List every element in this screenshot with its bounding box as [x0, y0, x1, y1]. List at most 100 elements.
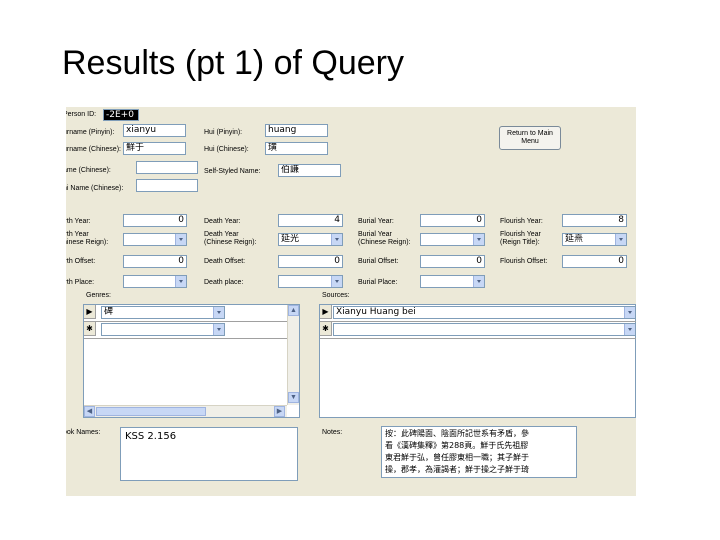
name-chinese-field[interactable] [136, 161, 198, 174]
birth-reign-label-2: hinese Reign): [66, 239, 109, 246]
death-reign-combo[interactable]: 延光 [278, 233, 343, 246]
chevron-down-icon[interactable] [331, 234, 342, 245]
flourish-year-label: Flourish Year: [500, 218, 543, 225]
flourish-reign-value: 延熹 [565, 234, 584, 244]
genres-horizontal-scrollbar[interactable]: ◀ ▶ [84, 405, 287, 417]
book-names-label: ook Names: [66, 429, 101, 436]
sources-row-divider [320, 338, 636, 339]
zhi-name-chinese-label: hi Name (Chinese): [66, 185, 124, 192]
genres-row-divider [84, 338, 287, 339]
notes-line: 看《漢碑集釋》第288頁。鮮于氏先祖膠 [385, 441, 529, 450]
birth-reign-label-1: irth Year [66, 231, 89, 238]
death-reign-value: 延光 [281, 234, 300, 244]
genres-label: Genres: [86, 292, 111, 299]
chevron-down-icon[interactable] [473, 234, 484, 245]
chevron-down-icon[interactable] [175, 276, 186, 287]
sources-row2-selector[interactable]: ✱ [320, 322, 332, 336]
death-year-field[interactable]: 4 [278, 214, 343, 227]
chevron-down-icon[interactable] [213, 324, 224, 335]
death-offset-label: Death Offset: [204, 258, 246, 265]
birth-offset-field[interactable]: 0 [123, 255, 187, 268]
death-reign-label-1: Death Year [204, 231, 239, 238]
genres-row1-value: 碑 [104, 307, 114, 317]
chevron-down-icon[interactable] [624, 324, 635, 335]
genres-vertical-scrollbar[interactable]: ▲ ▼ [287, 305, 299, 405]
burial-offset-field[interactable]: 0 [420, 255, 485, 268]
surname-chinese-label: urname (Chinese): [66, 146, 121, 153]
burial-place-label: Burial Place: [358, 279, 398, 286]
person-id-label: Person ID: [66, 111, 97, 118]
genres-row1-selector[interactable]: ▶ [84, 305, 96, 319]
hui-chinese-field[interactable]: 璜 [265, 142, 328, 155]
sources-row1-selector[interactable]: ▶ [320, 305, 332, 319]
genres-row2-combo[interactable] [101, 323, 225, 336]
genres-subform: ▶ 碑 ✱ ▲ ▼ ◀ ▶ [83, 304, 300, 418]
notes-field[interactable]: 按：此碑陽面、陰面所記世系有矛盾，參 看《漢碑集釋》第288頁。鮮于氏先祖膠 東… [381, 426, 577, 478]
notes-label: Notes: [322, 429, 343, 436]
flourish-year-field[interactable]: 8 [562, 214, 627, 227]
flourish-reign-label-1: Flourish Year [500, 231, 541, 238]
chevron-down-icon[interactable] [331, 276, 342, 287]
birth-reign-combo[interactable] [123, 233, 187, 246]
sources-row1-value: Xianyu Huang bei [336, 307, 416, 317]
scroll-up-icon[interactable]: ▲ [288, 305, 299, 316]
name-chinese-label: ame (Chinese): [66, 167, 111, 174]
chevron-down-icon[interactable] [473, 276, 484, 287]
hui-pinyin-field[interactable]: huang [265, 124, 328, 137]
flourish-offset-field[interactable]: 0 [562, 255, 627, 268]
sources-row1-combo[interactable]: Xianyu Huang bei [333, 306, 636, 319]
sources-row-divider [320, 321, 636, 322]
surname-pinyin-field[interactable]: xianyu [123, 124, 186, 137]
birth-offset-label: irth Offset: [66, 258, 96, 265]
birth-year-field[interactable]: 0 [123, 214, 187, 227]
hui-pinyin-label: Hui (Pinyin): [204, 129, 243, 136]
burial-year-field[interactable]: 0 [420, 214, 485, 227]
burial-year-label: Burial Year: [358, 218, 394, 225]
death-offset-field[interactable]: 0 [278, 255, 343, 268]
hui-chinese-label: Hui (Chinese): [204, 146, 249, 153]
death-reign-label-2: (Chinese Reign): [204, 239, 257, 246]
return-button-line2: Menu [521, 138, 539, 145]
surname-chinese-field[interactable]: 鮮于 [123, 142, 186, 155]
burial-reign-combo[interactable] [420, 233, 485, 246]
genres-row-divider [84, 321, 287, 322]
chevron-down-icon[interactable] [175, 234, 186, 245]
self-styled-name-label: Self-Styled Name: [204, 168, 261, 175]
flourish-reign-label-2: (Reign Title): [500, 239, 540, 246]
notes-line: 操，郡孝，為灌謁者；鮮于操之子鮮于琦 [385, 465, 529, 474]
death-place-label: Death place: [204, 279, 244, 286]
notes-line: 東君鮮于弘，曾任膠東相一職；其子鮮于 [385, 453, 529, 462]
flourish-offset-label: Flourish Offset: [500, 258, 548, 265]
birth-place-combo[interactable] [123, 275, 187, 288]
surname-pinyin-label: urname (Pinyin): [66, 129, 115, 136]
genres-row1-combo[interactable]: 碑 [101, 306, 225, 319]
scroll-down-icon[interactable]: ▼ [288, 392, 299, 403]
burial-place-combo[interactable] [420, 275, 485, 288]
self-styled-name-field[interactable]: 伯謙 [278, 164, 341, 177]
return-button-line1: Return to Main [507, 130, 553, 137]
sources-row2-combo[interactable] [333, 323, 636, 336]
death-place-combo[interactable] [278, 275, 343, 288]
birth-place-label: irth Place: [66, 279, 95, 286]
zhi-name-chinese-field[interactable] [136, 179, 198, 192]
chevron-down-icon[interactable] [624, 307, 635, 318]
chevron-down-icon[interactable] [213, 307, 224, 318]
person-record-form: Person ID: -2E+0 urname (Pinyin): xianyu… [66, 107, 636, 496]
genres-row2-selector[interactable]: ✱ [84, 322, 96, 336]
chevron-down-icon[interactable] [615, 234, 626, 245]
burial-reign-label-1: Burial Year [358, 231, 392, 238]
person-id-field[interactable]: -2E+0 [103, 109, 139, 121]
birth-year-label: irth Year: [66, 218, 91, 225]
burial-reign-label-2: (Chinese Reign): [358, 239, 411, 246]
scroll-thumb[interactable] [96, 407, 206, 416]
scroll-right-icon[interactable]: ▶ [274, 406, 285, 417]
notes-line: 按：此碑陽面、陰面所記世系有矛盾，參 [385, 429, 529, 438]
burial-offset-label: Burial Offset: [358, 258, 399, 265]
book-names-field[interactable]: KSS 2.156 [120, 427, 298, 481]
flourish-reign-combo[interactable]: 延熹 [562, 233, 627, 246]
slide-title: Results (pt 1) of Query [62, 44, 405, 82]
death-year-label: Death Year: [204, 218, 241, 225]
sources-label: Sources: [322, 292, 350, 299]
return-to-main-menu-button[interactable]: Return to Main Menu [499, 126, 561, 150]
scroll-left-icon[interactable]: ◀ [84, 406, 95, 417]
